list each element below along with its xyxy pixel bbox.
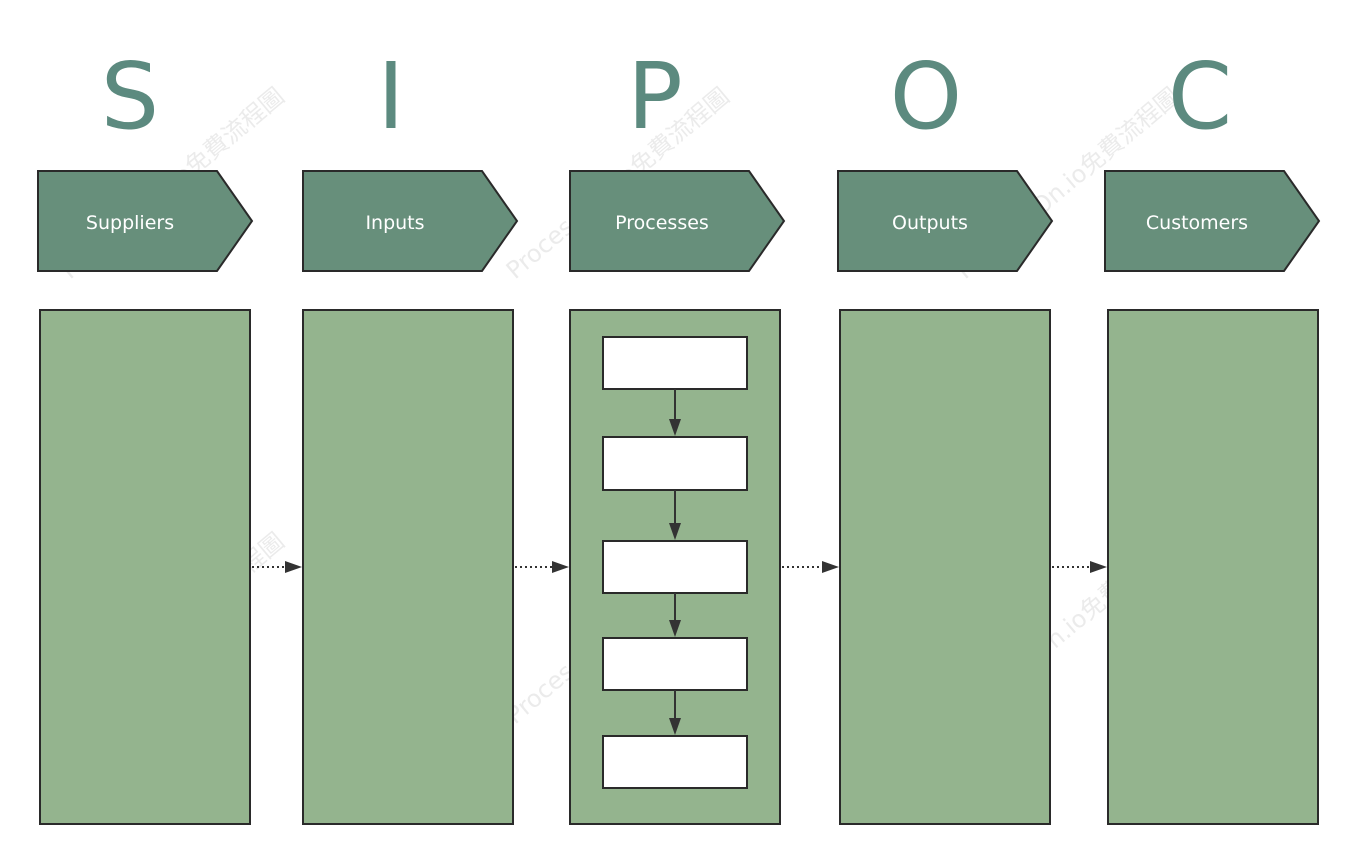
process-step-5[interactable] (602, 735, 748, 789)
connector-outputs-customers (1052, 561, 1107, 573)
process-step-arrows (669, 389, 681, 735)
process-step-3[interactable] (602, 540, 748, 594)
column-inputs[interactable] (302, 309, 514, 825)
step-arrow-2-3 (669, 490, 681, 540)
stage-header-outputs[interactable]: Outputs (837, 170, 1054, 272)
step-arrow-3-4 (669, 593, 681, 637)
arrowhead (669, 419, 681, 436)
process-steps (602, 336, 748, 789)
arrowhead (1090, 561, 1107, 573)
arrowhead (822, 561, 839, 573)
connector-processes-outputs (782, 561, 839, 573)
stage-header-inputs[interactable]: Inputs (302, 170, 519, 272)
letter-o: O (890, 43, 962, 150)
stage-label-inputs: Inputs (365, 212, 424, 234)
connector-suppliers-inputs (252, 561, 302, 573)
stage-label-outputs: Outputs (892, 212, 968, 234)
stage-header-suppliers[interactable]: Suppliers (37, 170, 254, 272)
arrowhead (669, 523, 681, 540)
step-arrow-4-5 (669, 690, 681, 735)
stage-header-processes[interactable]: Processes (569, 170, 786, 272)
connector-inputs-processes (515, 561, 569, 573)
stage-header-customers[interactable]: Customers (1104, 170, 1321, 272)
arrowhead (669, 620, 681, 637)
column-customers[interactable] (1107, 309, 1319, 825)
arrowhead (552, 561, 569, 573)
process-step-2[interactable] (602, 436, 748, 491)
stage-headers: Suppliers Inputs Processes Outputs Custo… (37, 170, 1321, 272)
arrowhead (669, 718, 681, 735)
letter-c: C (1168, 43, 1232, 150)
sipoc-letters: S I P O C (101, 43, 1232, 150)
letter-i: I (377, 43, 404, 150)
process-step-1[interactable] (602, 336, 748, 390)
stage-label-processes: Processes (615, 212, 709, 234)
column-connectors (252, 561, 1107, 573)
stage-label-suppliers: Suppliers (86, 212, 174, 234)
arrowhead (285, 561, 302, 573)
process-step-4[interactable] (602, 637, 748, 691)
stage-label-customers: Customers (1146, 212, 1248, 234)
column-suppliers[interactable] (39, 309, 251, 825)
letter-s: S (101, 43, 159, 150)
step-arrow-1-2 (669, 389, 681, 436)
letter-p: P (627, 43, 682, 150)
column-outputs[interactable] (839, 309, 1051, 825)
